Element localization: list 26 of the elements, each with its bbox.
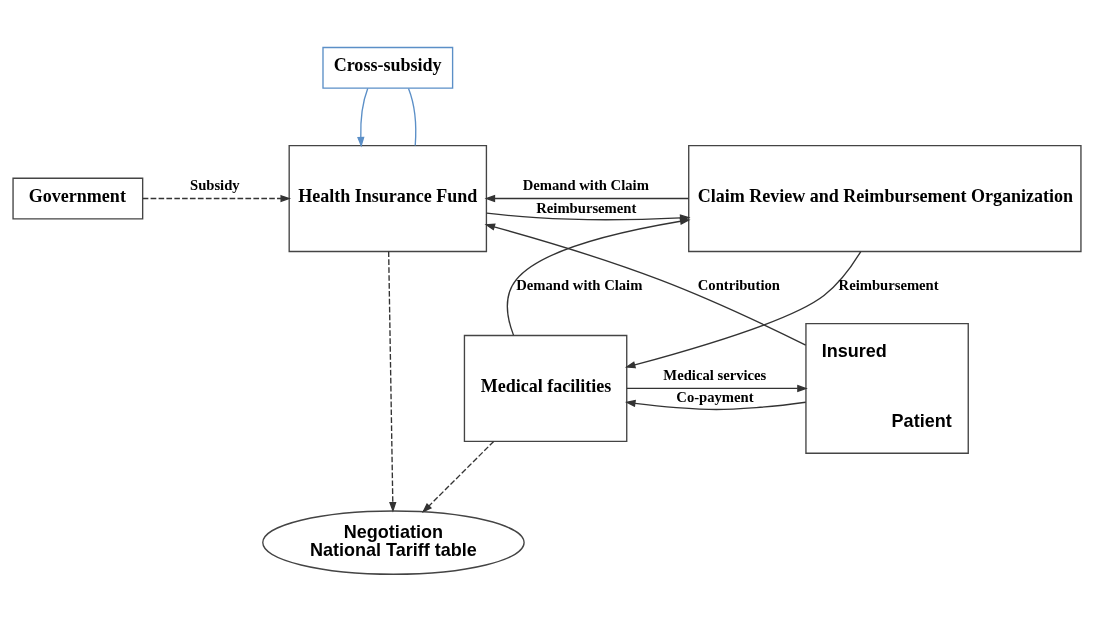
arrow bbox=[388, 250, 397, 513]
arrow bbox=[624, 250, 862, 368]
arrow bbox=[142, 194, 292, 202]
arrow bbox=[421, 440, 495, 513]
arrow bbox=[484, 194, 690, 202]
connector bbox=[407, 87, 417, 146]
node-box: Insured Patient bbox=[805, 322, 969, 454]
arrow bbox=[506, 217, 691, 336]
arrow bbox=[624, 399, 807, 410]
node-box: Government bbox=[12, 177, 144, 219]
arrow bbox=[626, 384, 808, 392]
edge-label: Demand with Claim bbox=[516, 276, 643, 293]
node-box: Medical facilities bbox=[463, 334, 628, 442]
edge-label: Subsidy bbox=[190, 176, 240, 193]
arrow bbox=[484, 222, 807, 346]
edge-label: Co-payment bbox=[676, 388, 754, 405]
node-ellipse: Negotiation National Tariff table bbox=[262, 509, 525, 575]
node-box: Health Insurance Fund bbox=[288, 144, 488, 252]
edge-label: Reimbursement bbox=[536, 199, 637, 216]
edge-label: Reimbursement bbox=[838, 276, 939, 293]
edge-label: Medical services bbox=[663, 366, 767, 383]
edge-label: Contribution bbox=[697, 276, 780, 293]
node-box: Cross-subsidy bbox=[322, 46, 454, 89]
edge-label: Demand with Claim bbox=[522, 176, 649, 193]
arrow bbox=[357, 87, 369, 147]
node-box: Claim Review and Reimbursement Organization bbox=[688, 144, 1082, 252]
